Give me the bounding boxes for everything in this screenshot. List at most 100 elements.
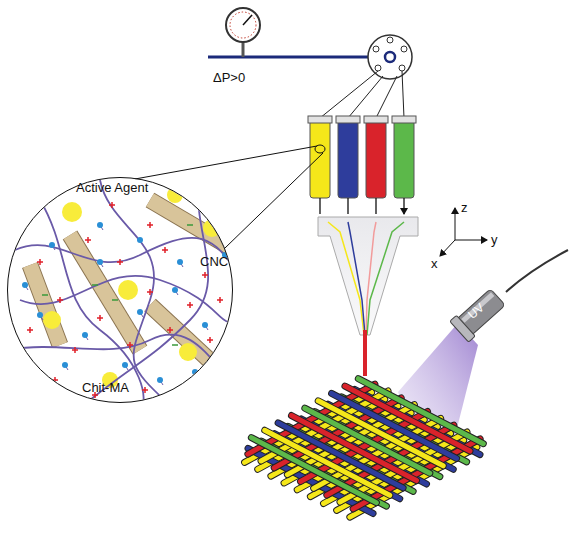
pressure-label: ΔP>0 bbox=[213, 70, 245, 85]
channel bbox=[328, 222, 364, 335]
axis-label: y bbox=[491, 232, 498, 247]
feed-line bbox=[320, 71, 404, 118]
printed-strand bbox=[278, 423, 403, 488]
methacrylate-group bbox=[177, 259, 183, 265]
methacrylate-group bbox=[202, 322, 208, 328]
cnc-rod bbox=[150, 200, 235, 250]
valve-port bbox=[399, 65, 405, 71]
syringe-group bbox=[308, 116, 416, 198]
positive-charge bbox=[37, 259, 43, 265]
lamp-highlight bbox=[461, 292, 494, 322]
valve-port bbox=[373, 46, 379, 52]
methacrylate-group bbox=[172, 287, 178, 293]
axis bbox=[455, 240, 487, 241]
positive-charge bbox=[57, 297, 63, 303]
gauge-scale bbox=[230, 12, 256, 38]
active-agent-particle bbox=[118, 280, 138, 300]
positive-charge bbox=[207, 337, 213, 343]
strand-outline bbox=[278, 423, 403, 488]
gauge-needle bbox=[243, 15, 252, 25]
methacrylate-group bbox=[127, 402, 133, 408]
printed-scaffold bbox=[245, 379, 484, 517]
pressure-line bbox=[208, 56, 370, 59]
methacrylate-group bbox=[22, 282, 28, 288]
syringe-cap bbox=[364, 116, 388, 123]
valve-port bbox=[387, 37, 393, 43]
methacrylate-stem bbox=[130, 405, 133, 410]
chitosan-chain bbox=[10, 335, 230, 380]
axis bbox=[455, 208, 456, 240]
print-head bbox=[318, 217, 418, 335]
syringe-cap bbox=[336, 116, 360, 123]
flow-arrow bbox=[320, 198, 404, 214]
methacrylate-group bbox=[137, 309, 143, 315]
methacrylate-group bbox=[122, 362, 128, 368]
extruded-filament bbox=[363, 330, 367, 376]
chitosan-chain bbox=[40, 200, 144, 410]
positive-charge bbox=[167, 327, 173, 333]
positive-charge bbox=[162, 247, 168, 253]
zoom-line bbox=[225, 153, 323, 248]
chitosan-chain bbox=[100, 180, 170, 405]
channel bbox=[367, 222, 404, 335]
gauge-stem bbox=[242, 42, 245, 57]
rotary-valve bbox=[368, 35, 412, 79]
axis bbox=[440, 240, 455, 256]
active-agent-particle bbox=[62, 202, 82, 222]
syringe-cap bbox=[392, 116, 416, 123]
methacrylate-group bbox=[97, 222, 103, 228]
lamp-body bbox=[450, 287, 507, 342]
channel bbox=[348, 222, 365, 335]
negative-charge bbox=[187, 224, 193, 226]
methacrylate-group bbox=[192, 369, 198, 375]
magnifier-fill bbox=[8, 178, 232, 402]
syringe bbox=[366, 118, 386, 198]
positive-charge bbox=[147, 289, 153, 295]
chitosan-chain bbox=[15, 238, 235, 270]
methacrylate-group bbox=[62, 362, 68, 368]
methacrylate-group bbox=[97, 259, 103, 265]
positive-charge bbox=[202, 272, 208, 278]
positive-charge bbox=[27, 327, 33, 333]
zoom-line bbox=[135, 146, 317, 179]
uv-lamp: UV bbox=[448, 284, 512, 342]
methacrylate-group bbox=[137, 237, 143, 243]
positive-charge bbox=[72, 347, 78, 353]
negative-charge bbox=[92, 284, 98, 286]
positive-charge bbox=[147, 222, 153, 228]
positive-charge bbox=[109, 202, 115, 208]
negative-charge bbox=[172, 344, 178, 346]
active-agent-particle bbox=[167, 187, 183, 203]
printed-strand bbox=[251, 438, 376, 503]
valve-port bbox=[385, 52, 395, 62]
axis-label: x bbox=[431, 256, 438, 271]
composite-detail bbox=[10, 180, 235, 410]
pressure-gauge bbox=[226, 8, 260, 42]
active-agent-particle bbox=[203, 219, 221, 237]
strand-outline bbox=[251, 438, 376, 503]
negative-charge bbox=[112, 299, 118, 301]
part-label: Chit-MA bbox=[82, 380, 129, 395]
positive-charge bbox=[217, 297, 223, 303]
methacrylate-group bbox=[82, 332, 88, 338]
part-label: CNC bbox=[200, 254, 228, 269]
methacrylate-group bbox=[49, 242, 55, 248]
axis-label: z bbox=[461, 200, 468, 215]
magnifier-circle: Active AgentCNCChit-MA bbox=[7, 177, 233, 403]
lamp-cable bbox=[506, 250, 568, 292]
positive-charge bbox=[85, 237, 91, 243]
methacrylate-group bbox=[37, 312, 43, 318]
positive-charge bbox=[127, 342, 133, 348]
positive-charge bbox=[52, 377, 58, 383]
active-agent-particle bbox=[43, 311, 61, 329]
channel bbox=[366, 222, 376, 335]
valve-port bbox=[401, 46, 407, 52]
syringe-cap bbox=[308, 116, 332, 123]
cnc-rod-edge bbox=[30, 265, 60, 345]
positive-charge bbox=[142, 387, 148, 393]
chitosan-chain bbox=[20, 276, 235, 322]
syringe bbox=[394, 118, 414, 198]
active-agent-particle bbox=[179, 343, 197, 361]
